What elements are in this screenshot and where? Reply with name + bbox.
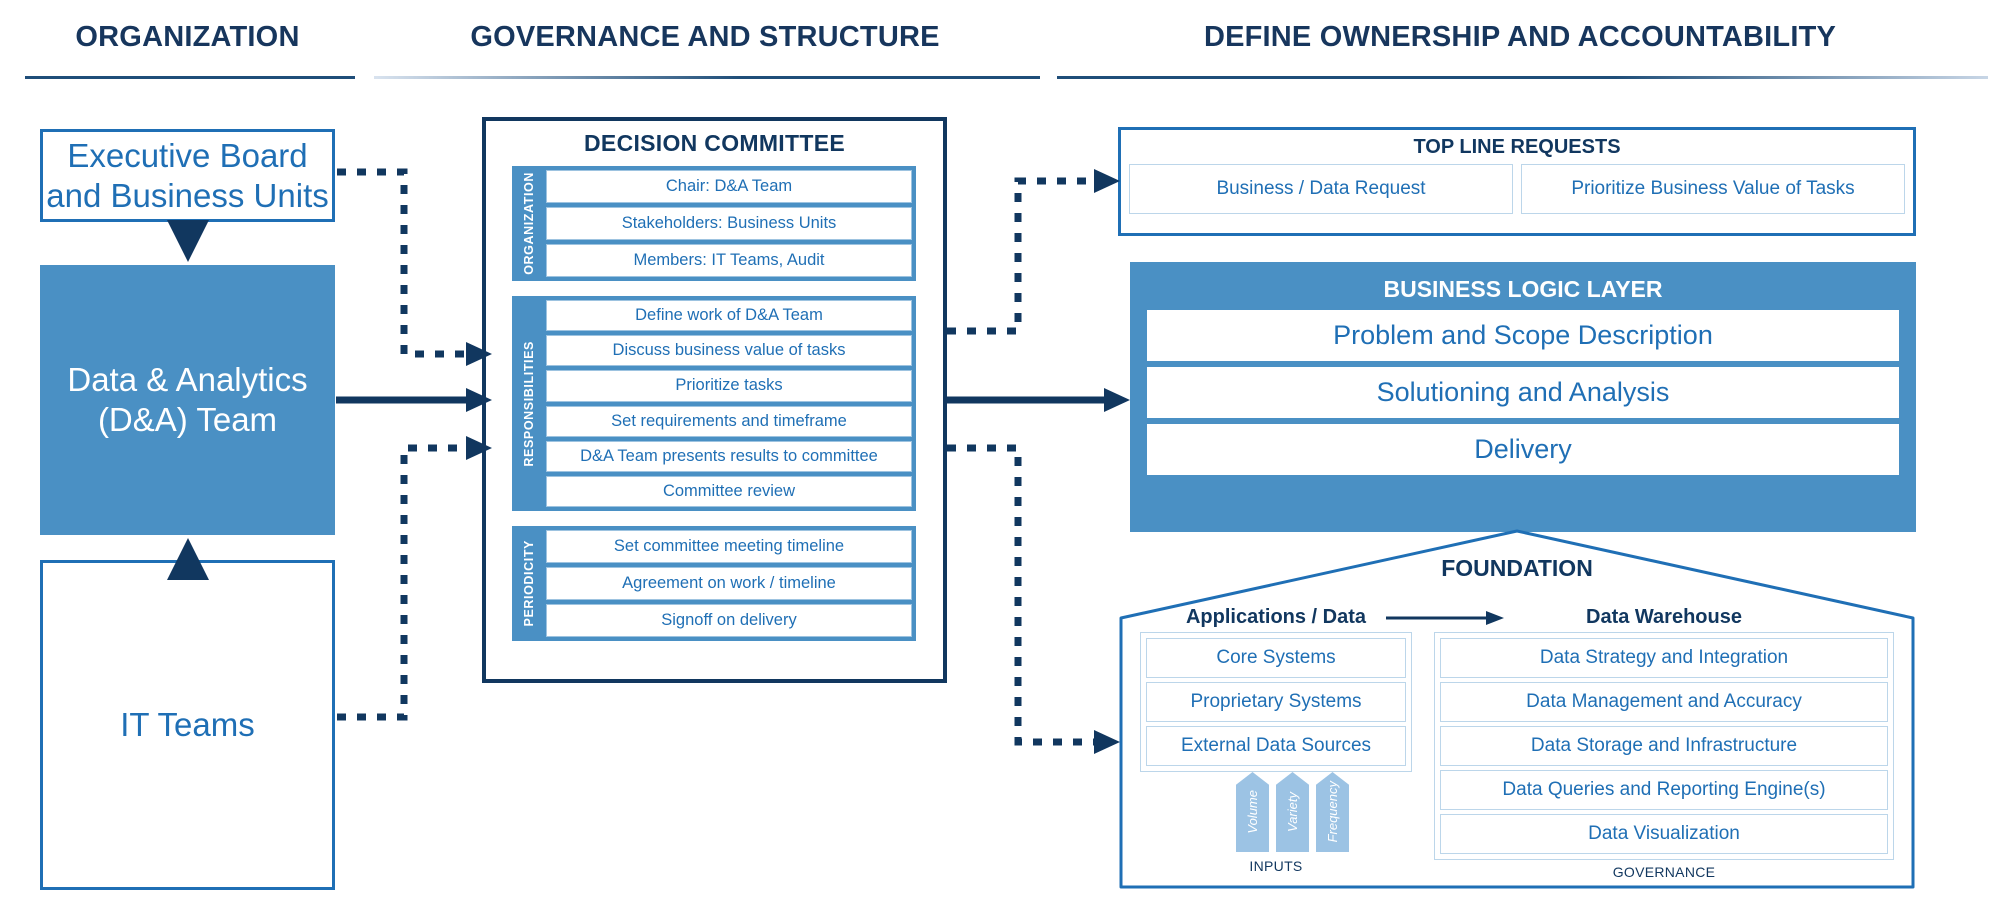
dc-group-label: PERIODICITY: [516, 530, 542, 637]
dc-group-label: ORGANIZATION: [516, 170, 542, 277]
input-chevron-icon: Volume: [1236, 772, 1269, 852]
applications-item[interactable]: Proprietary Systems: [1146, 682, 1406, 722]
applications-data-heading: Applications / Data: [1185, 605, 1367, 628]
dc-item[interactable]: Discuss business value of tasks: [546, 335, 912, 367]
business-logic-row[interactable]: Delivery: [1147, 424, 1899, 475]
input-chevron-icon: Variety: [1276, 772, 1309, 852]
dc-item[interactable]: Set requirements and timeframe: [546, 405, 912, 437]
foundation-title: FOUNDATION: [1441, 555, 1593, 581]
warehouse-item[interactable]: Data Storage and Infrastructure: [1440, 726, 1888, 766]
dc-item[interactable]: Set committee meeting timeline: [546, 530, 912, 563]
top-line-request-cell[interactable]: Prioritize Business Value of Tasks: [1521, 164, 1905, 214]
foundation-column-warehouse: Data Warehouse Data Strategy and Integra…: [1434, 602, 1894, 882]
arrow-da-to-committee: [336, 388, 492, 412]
section-rule-ownership: [1057, 76, 1988, 79]
it-teams-label: IT Teams: [120, 706, 255, 743]
executive-board-line-2: and Business Units: [46, 176, 329, 214]
dc-item[interactable]: Stakeholders: Business Units: [546, 207, 912, 240]
dc-item[interactable]: Prioritize tasks: [546, 370, 912, 402]
dc-item[interactable]: Committee review: [546, 475, 912, 508]
dc-group-organization[interactable]: ORGANIZATION Chair: D&A Team Stakeholder…: [512, 166, 916, 281]
arrow-exec-to-committee: [337, 168, 492, 366]
da-team-line-2: (D&A) Team: [97, 401, 278, 438]
dc-group-periodicity[interactable]: PERIODICITY Set committee meeting timeli…: [512, 526, 916, 641]
inputs-footer-label: INPUTS: [1249, 858, 1303, 874]
business-logic-row[interactable]: Solutioning and Analysis: [1147, 367, 1899, 418]
da-team-line-1: Data & Analytics: [67, 361, 308, 398]
dc-item[interactable]: D&A Team presents results to committee: [546, 440, 912, 472]
section-header-organization: ORGANIZATION: [0, 20, 375, 54]
section-header-governance: GOVERNANCE AND STRUCTURE: [375, 20, 1035, 54]
it-teams-box[interactable]: IT Teams: [40, 560, 335, 890]
foundation-column-applications: Applications / Data Core Systems Proprie…: [1140, 602, 1412, 882]
top-line-requests-title: TOP LINE REQUESTS: [1413, 136, 1621, 158]
warehouse-item[interactable]: Data Queries and Reporting Engine(s): [1440, 770, 1888, 810]
business-logic-layer-panel[interactable]: BUSINESS LOGIC LAYER Problem and Scope D…: [1130, 262, 1916, 532]
top-line-request-cell[interactable]: Business / Data Request: [1129, 164, 1513, 214]
dc-group-label-text: ORGANIZATION: [522, 172, 536, 275]
governance-footer-label: GOVERNANCE: [1612, 864, 1716, 880]
section-title: GOVERNANCE AND STRUCTURE: [470, 21, 940, 53]
data-warehouse-heading: Data Warehouse: [1586, 605, 1742, 628]
decision-committee-title: DECISION COMMITTEE: [584, 130, 845, 156]
top-line-requests-panel[interactable]: TOP LINE REQUESTS Business / Data Reques…: [1118, 127, 1916, 236]
dc-item[interactable]: Agreement on work / timeline: [546, 567, 912, 600]
dc-group-label: RESPONSIBILITIES: [516, 300, 542, 507]
input-chevron-label: Frequency: [1325, 781, 1340, 843]
arrow-committee-to-business-logic: [947, 388, 1130, 412]
warehouse-item[interactable]: Data Management and Accuracy: [1440, 682, 1888, 722]
applications-data-panel: Core Systems Proprietary Systems Externa…: [1140, 632, 1412, 772]
dc-item[interactable]: Signoff on delivery: [546, 604, 912, 637]
input-chevron-icon: Frequency: [1316, 772, 1349, 852]
executive-board-box[interactable]: Executive Board and Business Units: [40, 129, 335, 222]
business-logic-layer-title: BUSINESS LOGIC LAYER: [1383, 276, 1663, 302]
dc-group-label-text: PERIODICITY: [522, 540, 536, 627]
dc-group-responsibilities[interactable]: RESPONSIBILITIES Define work of D&A Team…: [512, 296, 916, 511]
input-chevron-label: Volume: [1245, 790, 1260, 834]
section-title: DEFINE OWNERSHIP AND ACCOUNTABILITY: [1203, 21, 1837, 53]
applications-item[interactable]: Core Systems: [1146, 638, 1406, 678]
decision-committee-panel[interactable]: DECISION COMMITTEE ORGANIZATION Chair: D…: [482, 117, 947, 683]
applications-to-warehouse-arrow-icon: [1386, 611, 1504, 625]
input-chevron-label: Variety: [1285, 792, 1300, 832]
section-rule-organization: [25, 76, 355, 79]
section-rule-governance: [374, 76, 1040, 79]
section-title: ORGANIZATION: [75, 21, 300, 53]
warehouse-item[interactable]: Data Visualization: [1440, 814, 1888, 854]
dc-item[interactable]: Define work of D&A Team: [546, 300, 912, 332]
da-team-box[interactable]: Data & Analytics (D&A) Team: [40, 265, 335, 535]
arrow-committee-to-top-line: [947, 169, 1120, 335]
applications-item[interactable]: External Data Sources: [1146, 726, 1406, 766]
section-header-ownership: DEFINE OWNERSHIP AND ACCOUNTABILITY: [1040, 20, 2000, 54]
arrow-it-to-committee: [337, 436, 492, 721]
warehouse-item[interactable]: Data Strategy and Integration: [1440, 638, 1888, 678]
foundation-panel[interactable]: FOUNDATION Applications / Data Core Syst…: [1118, 528, 1916, 890]
data-warehouse-panel: Data Strategy and Integration Data Manag…: [1434, 632, 1894, 860]
dc-item[interactable]: Members: IT Teams, Audit: [546, 244, 912, 277]
inputs-chevron-group: Volume Variety Frequency: [1236, 772, 1349, 852]
arrow-committee-to-foundation: [947, 444, 1120, 754]
dc-group-label-text: RESPONSIBILITIES: [522, 340, 536, 467]
business-logic-row[interactable]: Problem and Scope Description: [1147, 310, 1899, 361]
executive-board-line-1: Executive Board: [67, 136, 308, 174]
dc-item[interactable]: Chair: D&A Team: [546, 170, 912, 203]
